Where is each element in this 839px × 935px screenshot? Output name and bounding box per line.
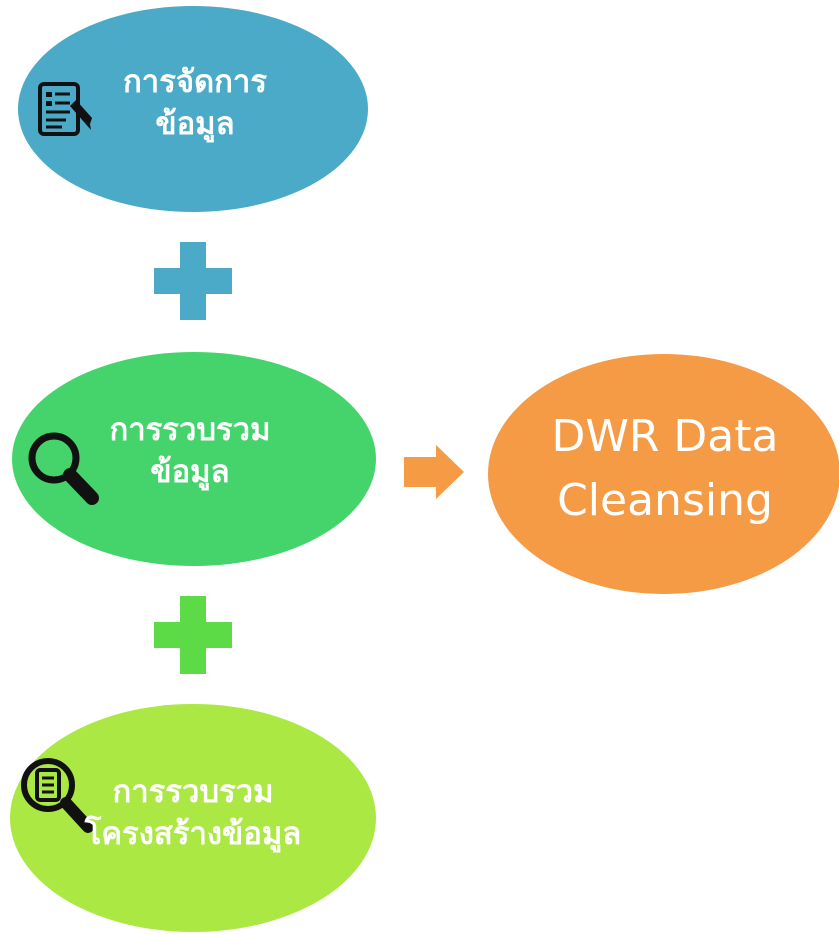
plus-icon [154,596,232,674]
plus-icon [154,242,232,320]
data-collection-line2: ข้อมูล [150,453,230,490]
data-management-line1: การจัดการ [123,64,267,100]
data-collection-label: การรวบรวม ข้อมูล [80,410,300,494]
dwr-data-cleansing-line2: Cleansing [557,474,773,526]
structure-collection-line2: โครงสร้างข้อมูล [84,815,302,852]
dwr-data-cleansing-node [488,354,839,594]
data-management-label: การจัดการ ข้อมูล [95,62,295,146]
structure-collection-line1: การรวบรวม [112,774,274,810]
dwr-data-cleansing-label: DWR Data Cleansing [500,405,830,533]
dwr-data-cleansing-line1: DWR Data [551,411,779,462]
document-search-icon [21,758,94,833]
data-management-line2: ข้อมูล [155,105,235,142]
structure-collection-label: การรวบรวม โครงสร้างข้อมูล [58,772,328,856]
data-collection-line1: การรวบรวม [109,412,271,448]
magnifier-icon [28,432,99,505]
structure-collection-node [10,704,376,932]
document-edit-icon [38,82,92,136]
arrow-right-icon [404,445,464,499]
